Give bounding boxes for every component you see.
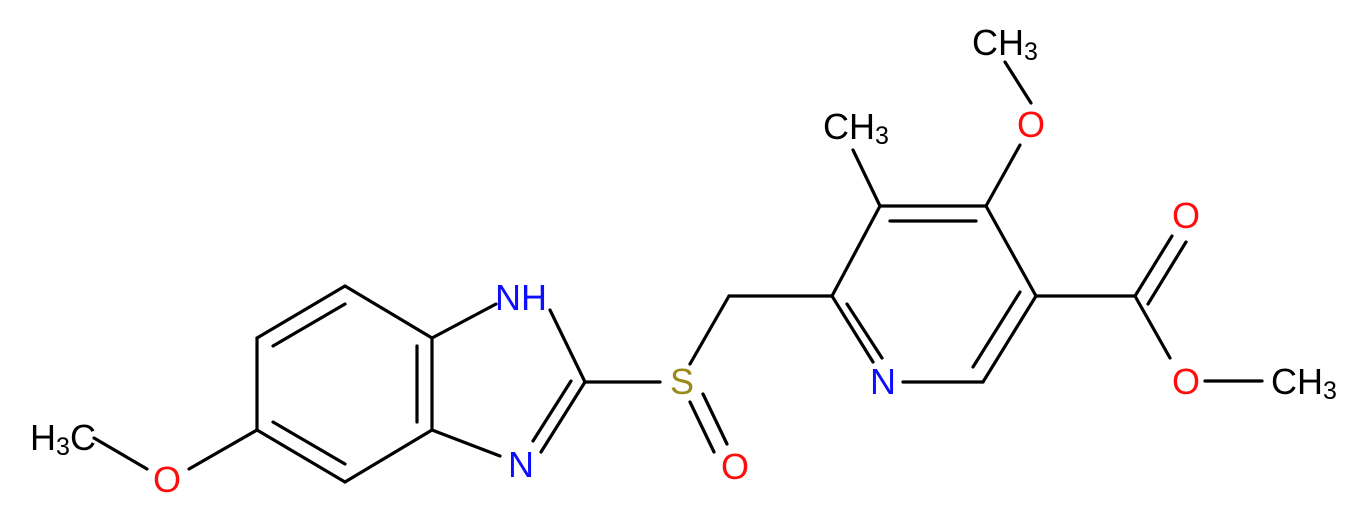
bond-line-3 [343,284,434,340]
bond-line-19 [688,400,716,454]
bond-line-35 [1133,234,1174,298]
atom-label-o-carbonyl: O [1172,195,1200,236]
bond-line-31 [851,148,882,208]
bond-line-15 [539,380,587,454]
bond-line-24 [845,302,884,360]
atom-label-o-ester: O [1172,361,1200,402]
bond-line-26 [981,294,1038,384]
bond-line-28 [984,204,1038,298]
bond-line-22 [830,204,882,298]
atom-label-n-imidazole: N [508,444,534,485]
bond-line-8 [271,420,347,466]
atom-label-ch3-top-ome: CH3 [972,22,1038,67]
bond-line-23 [830,294,875,364]
bond-line-10 [187,428,259,471]
bond-line-27 [971,290,1022,369]
atom-label-o-top-ome: O [1017,104,1045,145]
bond-line-2 [271,302,347,348]
bond-line-36 [1146,240,1188,306]
atom-label-s-sulfinyl: S [670,361,694,402]
atom-label-ch3-benz-ome: H3C [30,417,96,462]
bond-line-7 [255,428,347,484]
atom-label-o-sulfoxide: O [721,446,749,487]
atom-label-ch3-ester: CH3 [1271,361,1337,406]
bond-line-20 [701,392,729,446]
bond-line-33 [1003,60,1033,105]
bond-line-14 [548,308,587,384]
bond-line-6 [343,428,434,484]
bond-line-1 [255,284,347,340]
bond-line-16 [531,379,573,443]
bond-line-32 [984,143,1022,208]
bond-line-12 [430,302,498,340]
bond-line-37 [1133,294,1172,360]
atom-label-ch3-methyl: CH3 [823,106,889,151]
bond-layer [92,60,1264,484]
atom-label-nh-imidazole: NH [495,277,547,318]
bond-line-18 [688,294,731,366]
bond-line-11 [92,436,149,471]
atom-label-o-benz-ome: O [153,459,181,500]
bond-line-13 [430,428,502,458]
atom-label-n-pyridine: N [870,361,896,402]
